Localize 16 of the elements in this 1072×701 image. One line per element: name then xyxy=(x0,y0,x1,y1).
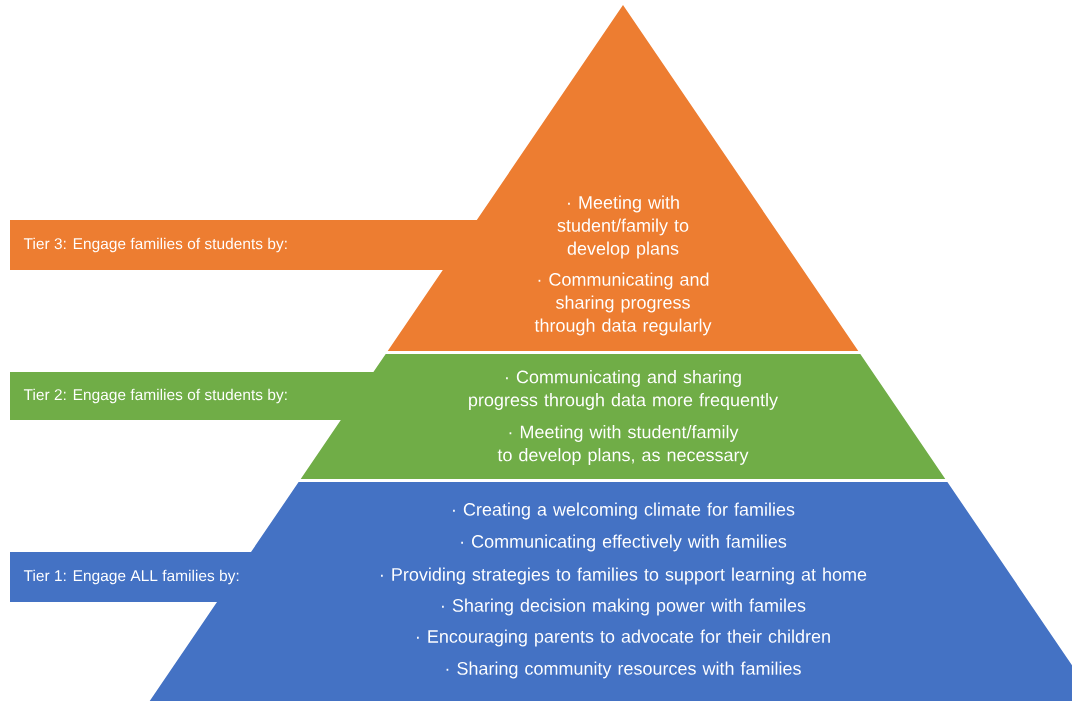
pyramid-tier xyxy=(10,354,946,479)
bullet-text: · Creating a welcoming climate for families xyxy=(453,502,795,520)
tier-label: Tier 1: Engage ALL families by: xyxy=(23,569,239,585)
bullet-text: · Encouraging parents to advocate for their children xyxy=(417,629,830,647)
bullet-text: · Communicating effectively with families xyxy=(461,534,787,552)
bullet-text: · Sharing decision making power with familes xyxy=(442,598,806,616)
bullet-text: · Providing strategies to families to support learning at home xyxy=(381,567,867,585)
pyramid-tier xyxy=(10,482,1072,701)
tier-label: Tier 2: Engage families of students by: xyxy=(23,388,287,404)
bullet-text: · Communicating and sharing progress through data regularly xyxy=(534,272,712,336)
pyramid-tier xyxy=(10,5,859,351)
bullet-text: · Meeting with student/family to develop plans, as necessary xyxy=(497,425,749,465)
tier-label: Tier 3: Engage families of students by: xyxy=(23,237,287,253)
bullet-text: · Communicating and sharing progress through data more frequently xyxy=(469,370,778,410)
bullet-text: · Sharing community resources with families xyxy=(446,661,801,679)
bullet-text: · Meeting with student/family to develop plans xyxy=(557,195,689,259)
